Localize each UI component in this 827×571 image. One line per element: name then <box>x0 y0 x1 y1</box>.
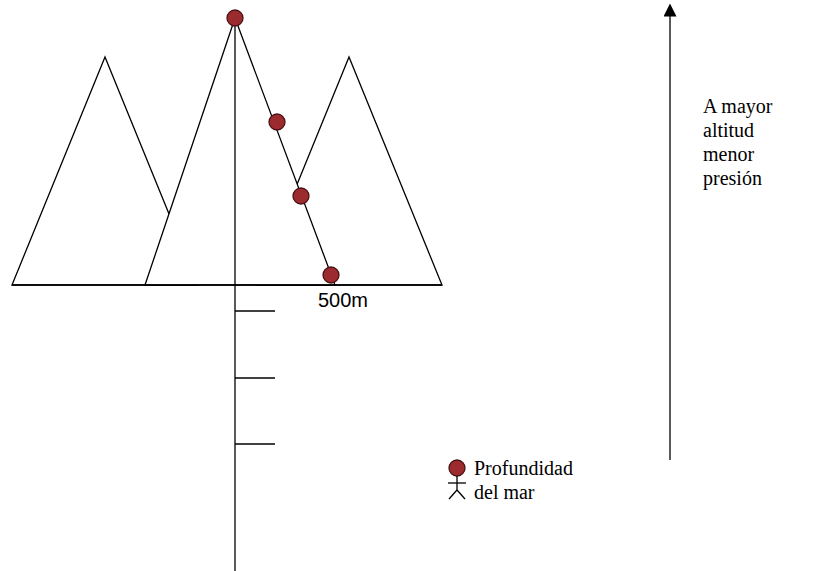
pressure-arrow <box>669 10 670 460</box>
scale-tick <box>235 310 275 311</box>
altitude-dot <box>269 114 285 130</box>
legend-text: Profundidad del mar <box>474 456 599 504</box>
center-mountain <box>145 18 335 285</box>
altitude-dot <box>293 188 309 204</box>
altitude-dot <box>227 10 243 26</box>
altitude-dot <box>323 267 339 283</box>
scale-tick <box>235 377 275 378</box>
note-label: A mayor altitud menor presión <box>703 94 795 190</box>
dimension-label: 500m <box>316 289 370 311</box>
person-symbol <box>448 460 466 499</box>
scale-tick <box>235 443 275 444</box>
scale-axis <box>234 18 235 571</box>
sea-level-line <box>12 284 442 285</box>
